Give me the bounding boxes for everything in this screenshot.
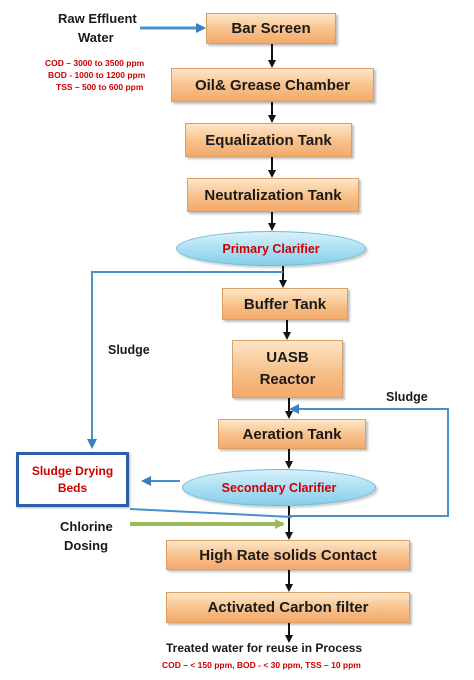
primary-clarifier-label: Primary Clarifier [222,241,320,256]
high-rate-label: High Rate solids Contact [199,546,377,564]
treated-quality-label: COD – < 150 ppm, BOD - < 30 ppm, TSS – 1… [162,660,361,670]
primary-clarifier: Primary Clarifier [176,231,366,266]
bar-screen-label: Bar Screen [231,20,311,37]
high-rate-box: High Rate solids Contact [166,540,410,570]
buffer-tank-box: Buffer Tank [222,288,348,320]
uasb-label-2: Reactor [259,371,316,388]
aeration-tank-label: Aeration Tank [242,425,342,443]
neutralization-label: Neutralization Tank [204,186,342,204]
aeration-tank-box: Aeration Tank [218,419,366,449]
raw-effluent-title-2: Water [78,30,114,45]
raw-bod: BOD - 1000 to 1200 ppm [48,70,146,80]
sludge-recycle-line [289,404,449,517]
raw-effluent-title-1: Raw Effluent [58,11,137,26]
uasb-label-1: UASB [266,349,309,367]
uasb-reactor-box: UASB Reactor [232,340,343,398]
sludge-label-left: Sludge [108,343,150,357]
chlorine-label-1: Chlorine [60,519,113,534]
buffer-tank-label: Buffer Tank [243,295,327,313]
treated-water-label: Treated water for reuse in Process [166,641,363,655]
bar-screen-box: Bar Screen [206,13,336,44]
activated-carbon-label: Activated Carbon filter [207,599,369,616]
oil-grease-label: Oil& Grease Chamber [194,76,351,94]
equalization-box: Equalization Tank [185,123,352,157]
activated-carbon-box: Activated Carbon filter [166,592,410,623]
sludge-label-right: Sludge [386,390,428,404]
sludge-drying-label-1: Sludge Drying [31,463,114,478]
equalization-label: Equalization Tank [205,131,332,149]
drying-return-line [129,508,293,518]
primary-sludge-line [87,271,283,449]
secondary-clarifier: Secondary Clarifier [182,469,376,506]
chlorine-label-2: Dosing [64,538,109,553]
oil-grease-box: Oil& Grease Chamber [171,68,374,102]
sludge-drying-label-2: Beds [57,480,88,495]
raw-cod: COD – 3000 to 3500 ppm [45,58,145,68]
neutralization-box: Neutralization Tank [187,178,359,212]
secondary-clarifier-label: Secondary Clarifier [221,480,337,495]
sludge-drying-beds: Sludge Drying Beds [16,452,129,507]
raw-tss: TSS – 500 to 600 ppm [56,82,144,92]
